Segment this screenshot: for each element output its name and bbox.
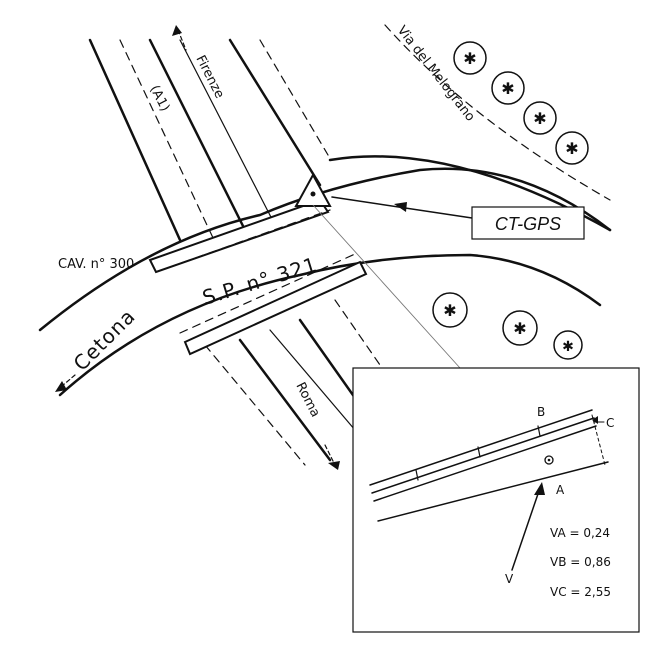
point-c-label: C — [606, 416, 614, 430]
point-b-label: B — [537, 405, 545, 419]
inset-detail: B C A V VA = 0,24 VB = 0,86 VC = 2,55 — [352, 367, 640, 633]
gps-station-label-box: CT-GPS — [471, 206, 585, 240]
point-a-label: A — [556, 483, 565, 497]
tree-icon: ✱ — [555, 131, 589, 165]
gps-station-marker — [294, 172, 332, 207]
tree-icon: ✱ — [502, 310, 538, 346]
motorway-a1 — [88, 38, 381, 466]
vc-value: VC = 2,55 — [550, 585, 611, 599]
tree-icon: ✱ — [453, 41, 487, 75]
svg-text:✱: ✱ — [513, 319, 526, 338]
svg-text:✱: ✱ — [533, 109, 546, 128]
svg-text:✱: ✱ — [565, 139, 578, 158]
trees: ✱ ✱ ✱ ✱ ✱ ✱ ✱ — [432, 41, 589, 360]
highway-label: (A1) — [146, 83, 172, 114]
provincial-road — [38, 167, 612, 397]
svg-text:✱: ✱ — [443, 301, 456, 320]
toward-west-label: Cetona — [69, 304, 141, 376]
tree-icon: ✱ — [553, 330, 583, 360]
point-v-label: V — [505, 572, 514, 586]
bridge-deck — [148, 198, 368, 356]
direction-arrows — [55, 25, 340, 470]
tree-icon: ✱ — [491, 71, 525, 105]
toward-north-label: Firenze — [192, 53, 226, 101]
tree-icon: ✱ — [523, 101, 557, 135]
tree-icon: ✱ — [432, 292, 468, 328]
svg-text:✱: ✱ — [562, 339, 574, 355]
va-value: VA = 0,24 — [550, 526, 610, 540]
svg-text:✱: ✱ — [463, 49, 476, 68]
svg-text:✱: ✱ — [501, 79, 514, 98]
overpass-label: CAV. n° 300 — [58, 257, 134, 272]
gps-station-label: CT-GPS — [495, 214, 561, 234]
inset-leader-line — [312, 204, 461, 369]
vb-value: VB = 0,86 — [550, 555, 611, 569]
